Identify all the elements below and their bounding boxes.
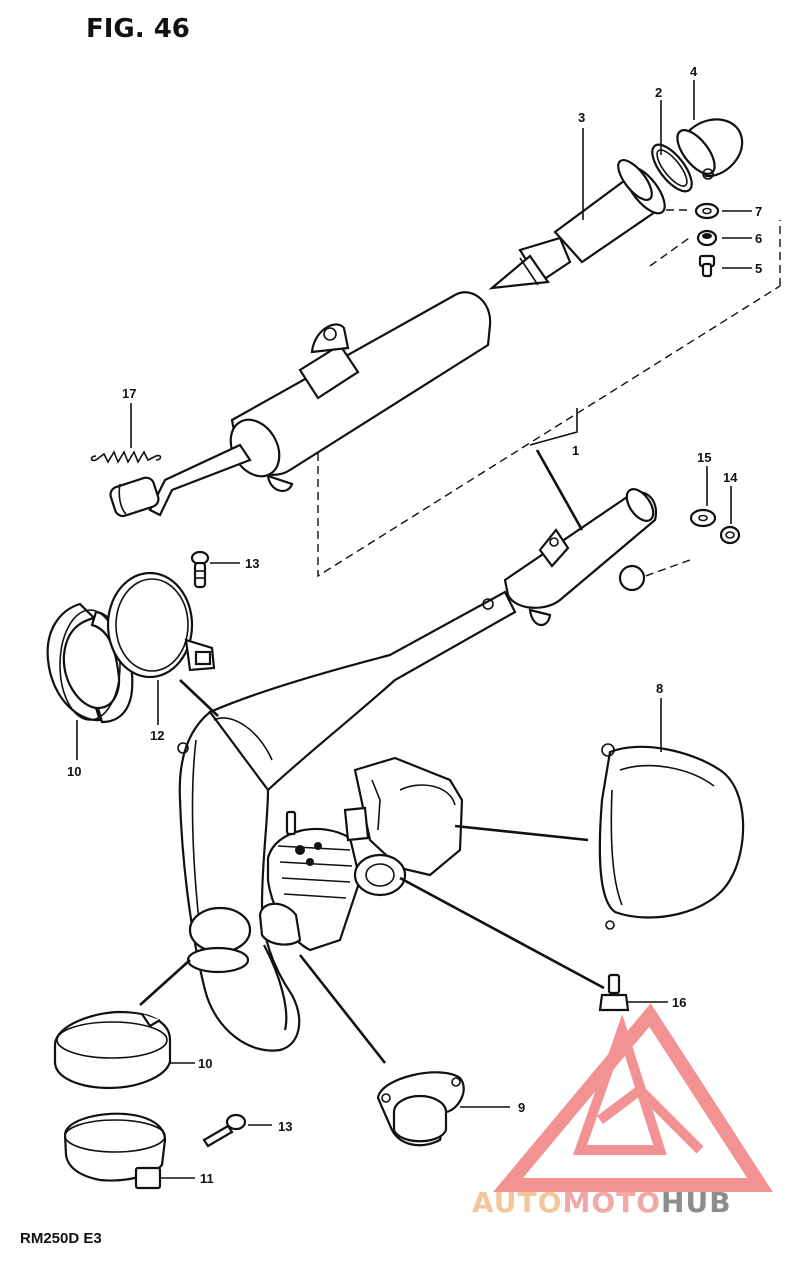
callout-2: 2 bbox=[655, 85, 662, 100]
watermark-logo-icon bbox=[493, 1003, 773, 1192]
callout-11: 11 bbox=[200, 1171, 214, 1186]
callout-4: 4 bbox=[690, 64, 698, 79]
bolt-13-upper-part bbox=[190, 550, 210, 589]
ring-part bbox=[651, 143, 693, 193]
carburetor-part bbox=[343, 756, 464, 897]
washer-7-part bbox=[694, 202, 720, 220]
callout-10-upper: 10 bbox=[67, 764, 81, 779]
callout-7: 7 bbox=[755, 204, 762, 219]
nut-14-part bbox=[719, 525, 741, 545]
assembly-guide-lines bbox=[317, 209, 781, 579]
callout-10-lower: 10 bbox=[198, 1056, 212, 1071]
callout-8: 8 bbox=[656, 681, 663, 696]
clamp-band-11-part bbox=[63, 1112, 167, 1190]
watermark-text: AUTOMOTOHUB bbox=[472, 1186, 732, 1219]
callout-5: 5 bbox=[755, 261, 762, 276]
end-cap-part bbox=[676, 118, 744, 180]
side-cover-part bbox=[598, 743, 745, 930]
callout-16: 16 bbox=[672, 995, 686, 1010]
watermark-auto: AUTO bbox=[472, 1186, 563, 1219]
callout-13-upper: 13 bbox=[245, 556, 259, 571]
callout-13-lower: 13 bbox=[278, 1119, 292, 1134]
callout-15: 15 bbox=[697, 450, 711, 465]
callout-1: 1 bbox=[572, 443, 579, 458]
model-code: RM250D E3 bbox=[20, 1230, 102, 1247]
washer-15-part bbox=[689, 508, 717, 528]
callout-12: 12 bbox=[150, 728, 164, 743]
callout-9: 9 bbox=[518, 1100, 525, 1115]
clamp-band-10-lower-part bbox=[53, 1010, 172, 1090]
nut-6-part bbox=[696, 229, 718, 247]
callout-labels: 1 2 3 4 5 6 7 8 9 10 10 11 12 13 13 14 1… bbox=[67, 64, 762, 1186]
callout-17: 17 bbox=[122, 386, 136, 401]
engine-cylinder-part bbox=[258, 810, 362, 1031]
callout-6: 6 bbox=[755, 231, 762, 246]
bolt-16-part bbox=[598, 973, 630, 1012]
rubber-mount-part bbox=[618, 564, 646, 592]
flange-part bbox=[376, 1071, 465, 1147]
watermark-moto: MOTO bbox=[562, 1186, 662, 1219]
watermark-hub: HUB bbox=[661, 1186, 732, 1219]
silencer-lower-part bbox=[503, 488, 658, 626]
callout-14: 14 bbox=[723, 470, 738, 485]
clamp-ring-12-part bbox=[106, 571, 216, 679]
bolt-13-lower-part bbox=[202, 1113, 247, 1148]
inner-pipe-part bbox=[488, 159, 666, 290]
spring-part bbox=[90, 450, 162, 464]
callout-3: 3 bbox=[578, 110, 585, 125]
figure-title: FIG. 46 bbox=[86, 14, 190, 44]
leader-lines bbox=[76, 80, 752, 1179]
bolt-5-part bbox=[698, 254, 716, 278]
silencer-upper-part bbox=[109, 291, 492, 518]
